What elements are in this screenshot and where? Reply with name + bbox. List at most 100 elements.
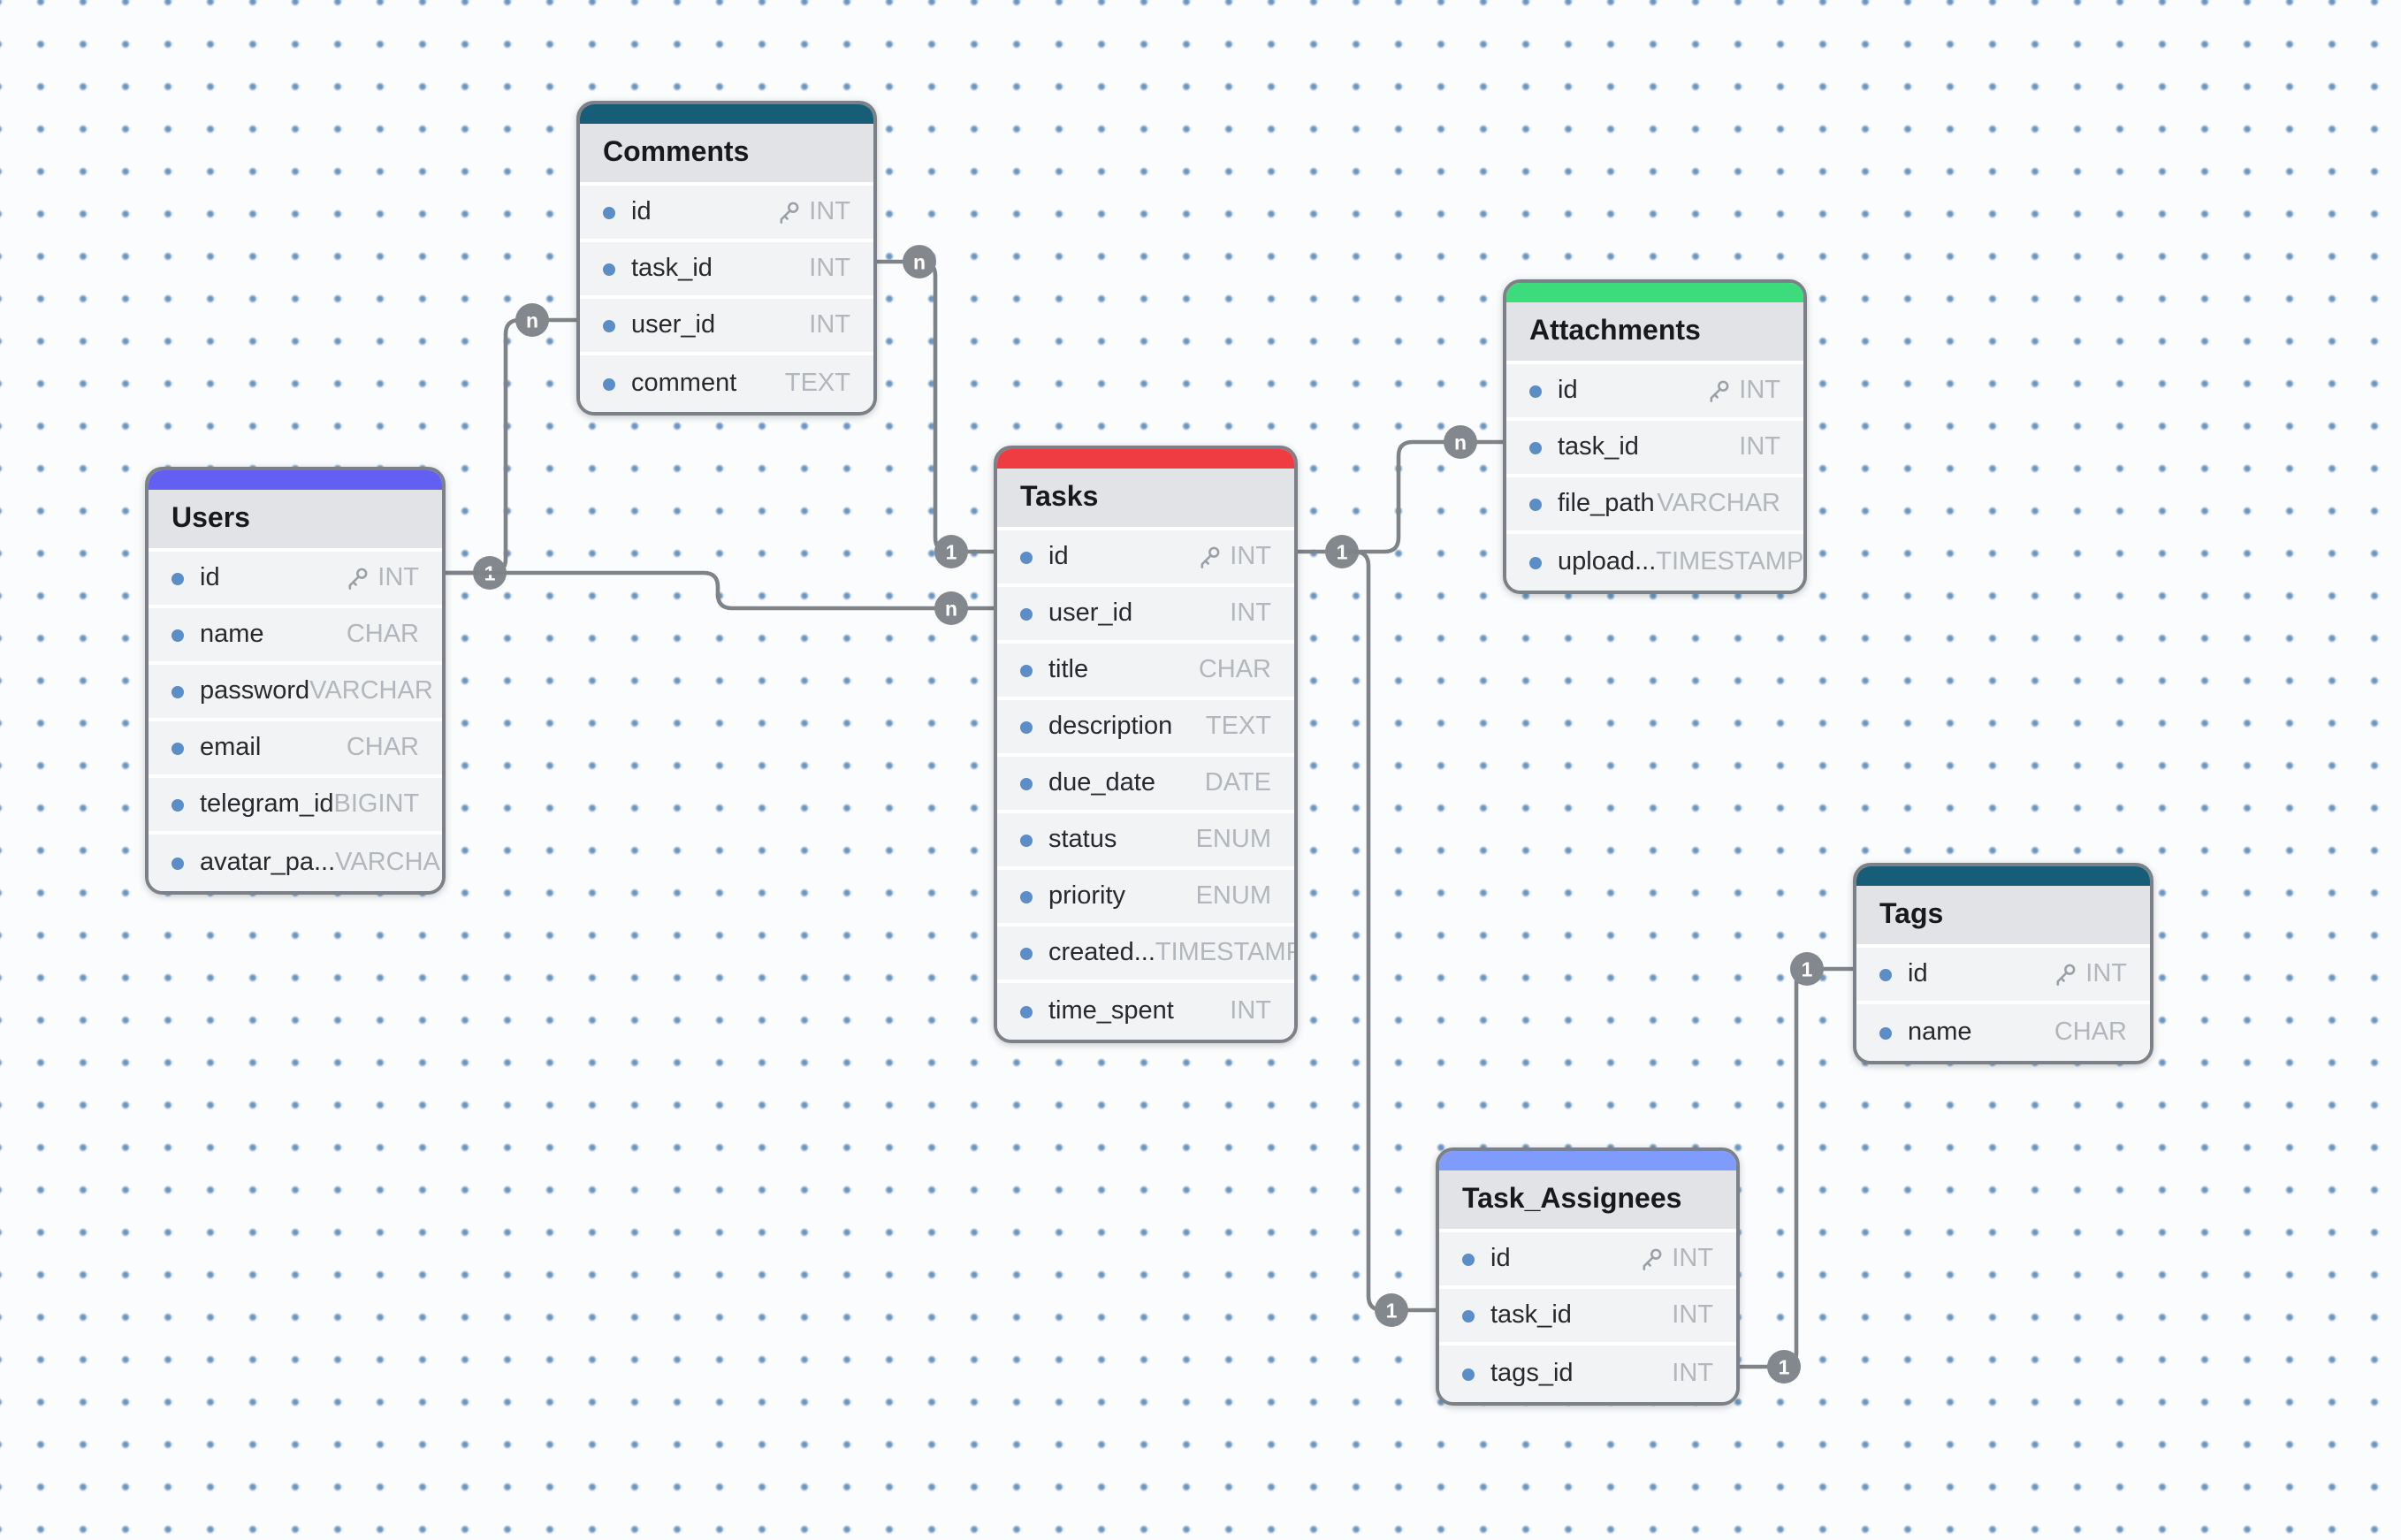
- field-name: user_id: [1048, 599, 1133, 628]
- relationship-edge-tags-task_assignees[interactable]: [1737, 966, 1856, 1369]
- primary-key-icon: [1709, 380, 1728, 402]
- field-type: TIMESTAMP: [1155, 939, 1298, 967]
- field-row-tasks-due_date[interactable]: due_date DATE: [997, 757, 1294, 813]
- field-type: INT: [1739, 433, 1780, 461]
- field-dot-icon: [172, 798, 184, 811]
- field-type: INT: [377, 564, 419, 592]
- field-row-comments-user_id[interactable]: user_id INT: [580, 299, 873, 355]
- table-task_assignees[interactable]: Task_Assignees id INT task_id INT tags_i…: [1436, 1147, 1740, 1406]
- field-row-users-email[interactable]: email CHAR: [149, 721, 442, 778]
- field-dot-icon: [172, 685, 184, 698]
- relationship-edge-tasks-task_assignees[interactable]: [1345, 549, 1438, 1313]
- field-name: task_id: [1558, 433, 1639, 461]
- field-row-comments-task_id[interactable]: task_id INT: [580, 242, 873, 299]
- field-type: INT: [809, 255, 850, 283]
- svg-text:1: 1: [1802, 957, 1813, 980]
- field-row-tasks-priority[interactable]: priority ENUM: [997, 870, 1294, 926]
- field-row-comments-id[interactable]: id INT: [580, 186, 873, 242]
- field-name: id: [1048, 543, 1069, 571]
- field-row-task_assignees-tags_id[interactable]: tags_id INT: [1439, 1346, 1736, 1402]
- field-dot-icon: [172, 572, 184, 584]
- svg-text:n: n: [945, 597, 957, 620]
- field-row-tags-name[interactable]: name CHAR: [1856, 1004, 2150, 1061]
- primary-key-icon: [2055, 964, 2075, 986]
- field-row-users-password[interactable]: password VARCHAR: [149, 665, 442, 721]
- relationship-edge-tasks-attachments[interactable]: [1295, 439, 1505, 554]
- table-tags[interactable]: Tags id INT name CHAR: [1853, 863, 2153, 1064]
- field-row-tasks-time_spent[interactable]: time_spent INT: [997, 983, 1294, 1040]
- field-row-users-id[interactable]: id INT: [149, 552, 442, 608]
- field-row-users-avatar_pa[interactable]: avatar_pa... VARCHAR: [149, 835, 442, 891]
- field-dot-icon: [1529, 556, 1542, 568]
- field-type: DATE: [1204, 769, 1271, 797]
- field-type: VARCHAR: [1657, 490, 1780, 518]
- field-row-tasks-status[interactable]: status ENUM: [997, 813, 1294, 870]
- field-dot-icon: [1529, 385, 1542, 397]
- svg-text:n: n: [526, 309, 538, 332]
- field-row-task_assignees-id[interactable]: id INT: [1439, 1232, 1736, 1289]
- field-row-attachments-upload[interactable]: upload... TIMESTAMP: [1506, 534, 1803, 591]
- table-title: Attachments: [1506, 302, 1803, 364]
- table-color-strip: [1856, 866, 2150, 886]
- field-row-comments-comment[interactable]: comment TEXT: [580, 355, 873, 412]
- field-row-tasks-title[interactable]: title CHAR: [997, 644, 1294, 700]
- table-attachments[interactable]: Attachments id INT task_id INT file_path…: [1503, 279, 1807, 594]
- relationship-edge-users-tasks[interactable]: [443, 570, 996, 611]
- svg-text:n: n: [1454, 431, 1467, 454]
- svg-text:1: 1: [946, 540, 957, 563]
- field-type: CHAR: [1198, 656, 1271, 684]
- field-row-attachments-task_id[interactable]: task_id INT: [1506, 421, 1803, 477]
- field-type: INT: [1672, 1360, 1713, 1388]
- table-tasks[interactable]: Tasks id INT user_id INT title CHAR desc…: [994, 446, 1298, 1043]
- cardinality-badge: n: [903, 245, 936, 278]
- field-name: id: [1490, 1245, 1511, 1273]
- table-title: Task_Assignees: [1439, 1170, 1736, 1232]
- field-name: email: [200, 734, 262, 762]
- field-dot-icon: [1020, 890, 1033, 903]
- field-name: priority: [1048, 882, 1126, 911]
- field-row-attachments-file_path[interactable]: file_path VARCHAR: [1506, 477, 1803, 534]
- field-row-tasks-created[interactable]: created... TIMESTAMP: [997, 926, 1294, 983]
- field-name: name: [1908, 1018, 1972, 1047]
- field-name: id: [1558, 377, 1578, 405]
- cardinality-badge: n: [934, 591, 968, 625]
- field-row-tags-id[interactable]: id INT: [1856, 948, 2150, 1004]
- field-type: ENUM: [1195, 826, 1271, 854]
- field-type: INT: [1230, 599, 1271, 628]
- field-row-task_assignees-task_id[interactable]: task_id INT: [1439, 1289, 1736, 1346]
- field-name: comment: [631, 370, 737, 398]
- field-dot-icon: [1879, 968, 1892, 980]
- field-dot-icon: [1462, 1253, 1475, 1265]
- relationship-edge-users-comments[interactable]: [443, 317, 579, 576]
- field-name: id: [1908, 960, 1928, 988]
- field-dot-icon: [1529, 441, 1542, 454]
- field-dot-icon: [1020, 720, 1033, 733]
- table-users[interactable]: Users id INT name CHAR password VARCHAR …: [145, 467, 446, 895]
- field-dot-icon: [1462, 1309, 1475, 1322]
- field-row-tasks-description[interactable]: description TEXT: [997, 700, 1294, 757]
- field-type: TEXT: [1205, 713, 1271, 741]
- field-name: title: [1048, 656, 1089, 684]
- field-type: INT: [1230, 543, 1271, 571]
- field-name: avatar_pa...: [200, 849, 336, 877]
- cardinality-badge: 1: [934, 535, 968, 568]
- table-title: Tasks: [997, 469, 1294, 530]
- field-row-tasks-id[interactable]: id INT: [997, 530, 1294, 587]
- field-name: telegram_id: [200, 790, 334, 819]
- field-type: INT: [1672, 1245, 1713, 1273]
- relationship-edge-comments-tasks[interactable]: [874, 259, 996, 554]
- table-comments[interactable]: Comments id INT task_id INT user_id INT …: [576, 101, 877, 415]
- table-color-strip: [1439, 1151, 1736, 1170]
- field-row-users-name[interactable]: name CHAR: [149, 608, 442, 665]
- field-dot-icon: [1020, 551, 1033, 563]
- field-row-users-telegram_id[interactable]: telegram_id BIGINT: [149, 778, 442, 835]
- field-row-attachments-id[interactable]: id INT: [1506, 364, 1803, 421]
- svg-text:1: 1: [1779, 1355, 1790, 1378]
- table-fields: id INT user_id INT title CHAR descriptio…: [997, 530, 1294, 1040]
- svg-text:1: 1: [1337, 540, 1348, 563]
- field-name: created...: [1048, 939, 1155, 967]
- table-title: Users: [149, 490, 442, 552]
- field-row-tasks-user_id[interactable]: user_id INT: [997, 587, 1294, 644]
